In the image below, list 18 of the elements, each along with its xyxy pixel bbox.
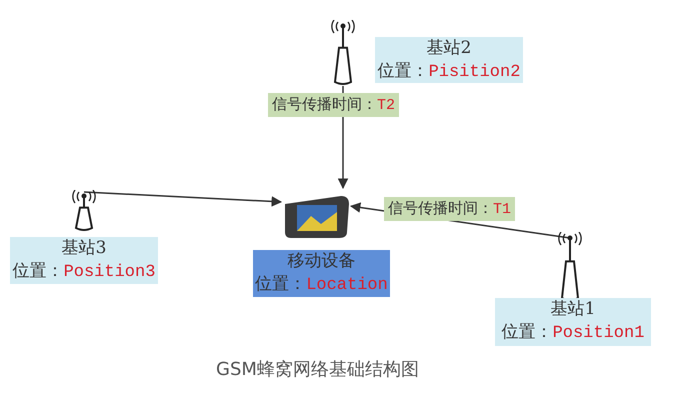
edge-label: 信号传播时间：T2 <box>268 93 400 117</box>
station-name: 基站3 <box>60 237 108 260</box>
position-text: 位置：Pisition2 <box>376 60 522 84</box>
caption: GSM蜂窝网络基础结构图 <box>216 358 419 381</box>
arrow <box>84 191 282 207</box>
info-box <box>495 298 651 346</box>
station-name: 基站1 <box>550 298 596 321</box>
antenna-tower-icon <box>330 20 356 86</box>
edge-label: 信号传播时间：T1 <box>384 197 516 221</box>
position-text: 位置：Location <box>254 273 389 297</box>
position-text: 位置：Position3 <box>12 260 156 284</box>
info-box <box>253 250 390 297</box>
station-name: 基站2 <box>426 37 472 60</box>
info-box <box>375 37 523 83</box>
position-text: 位置：Position1 <box>500 321 646 345</box>
antenna-tower-icon <box>72 190 96 232</box>
info-box <box>10 237 158 284</box>
station-name: 移动设备 <box>286 250 356 273</box>
